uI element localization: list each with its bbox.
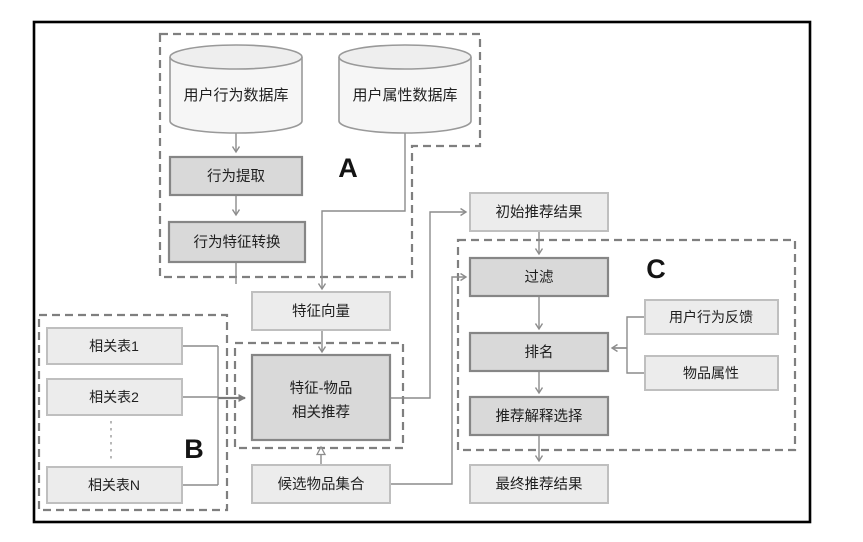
connector-attrdb-to-featurevector	[322, 133, 406, 288]
node-final-rec-result: 最终推荐结果	[469, 464, 609, 504]
db-user-behavior: 用户行为数据库	[169, 44, 303, 134]
node-item-attributes: 物品属性	[644, 355, 779, 391]
node-related-table-n-label: 相关表N	[88, 477, 140, 493]
node-related-table-2-label: 相关表2	[89, 389, 139, 405]
node-feature-vector: 特征向量	[251, 291, 391, 331]
node-initial-rec-result-label: 初始推荐结果	[496, 204, 583, 221]
node-related-table-n: 相关表N	[46, 466, 183, 504]
node-related-table-1: 相关表1	[46, 327, 183, 365]
group-a-label: A	[338, 153, 358, 183]
node-final-rec-result-label: 最终推荐结果	[496, 476, 583, 493]
db-user-behavior-label: 用户行为数据库	[183, 87, 288, 104]
connector-candidate-to-filter	[390, 277, 465, 485]
node-rec-explanation-select-label: 推荐解释选择	[496, 408, 583, 425]
node-feature-item-rec: 特征-物品 相关推荐	[250, 353, 392, 442]
node-related-table-2: 相关表2	[46, 378, 183, 416]
node-feature-item-rec-label-line1: 特征-物品	[290, 380, 353, 397]
db-user-behavior-body	[169, 57, 303, 134]
db-user-attr: 用户属性数据库	[338, 44, 472, 134]
node-initial-rec-result: 初始推荐结果	[469, 192, 609, 232]
node-behavior-feature-convert-label: 行为特征转换	[194, 234, 281, 251]
group-c-label: C	[646, 254, 666, 284]
group-c-outline	[456, 238, 797, 452]
node-ranking: 排名	[468, 331, 610, 373]
db-user-behavior-top	[169, 44, 303, 70]
db-user-attr-body	[338, 57, 472, 134]
node-behavior-extract-label: 行为提取	[207, 168, 265, 185]
node-user-behavior-feedback-label: 用户行为反馈	[669, 309, 753, 325]
node-user-behavior-feedback: 用户行为反馈	[644, 299, 779, 335]
node-rec-explanation-select: 推荐解释选择	[468, 395, 610, 437]
group-b-label: B	[184, 434, 204, 464]
node-candidate-item-set-label: 候选物品集合	[278, 476, 365, 493]
node-behavior-feature-convert: 行为特征转换	[167, 220, 307, 264]
node-candidate-item-set: 候选物品集合	[251, 464, 391, 504]
node-ranking-label: 排名	[525, 344, 554, 361]
node-item-attributes-label: 物品属性	[683, 365, 739, 381]
node-behavior-extract: 行为提取	[168, 155, 304, 197]
node-filter-label: 过滤	[525, 269, 554, 286]
group-b-outline	[37, 313, 229, 512]
group-a-outline	[158, 32, 482, 279]
connector-featureitemrec-to-initialresult	[390, 212, 465, 399]
node-feature-vector-label: 特征向量	[292, 303, 350, 320]
node-related-table-1-label: 相关表1	[89, 338, 139, 354]
node-feature-item-rec-label-line2: 相关推荐	[292, 404, 350, 421]
db-user-attr-top	[338, 44, 472, 70]
db-user-attr-label: 用户属性数据库	[352, 87, 457, 104]
connector-related-tables-bus	[182, 345, 219, 486]
node-filter: 过滤	[468, 256, 610, 298]
